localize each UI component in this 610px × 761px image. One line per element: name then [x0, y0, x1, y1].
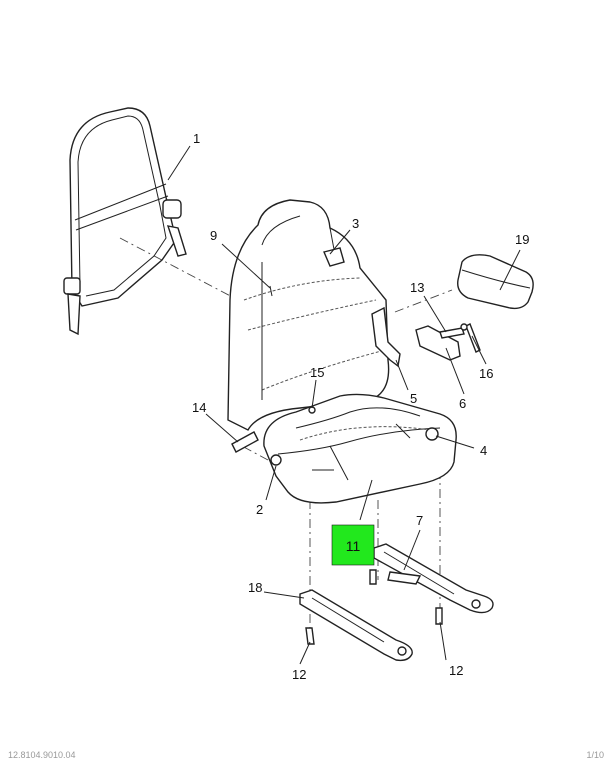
armrest-part	[457, 254, 534, 310]
bracket-parts	[371, 306, 481, 368]
footer-doc-id: 12.8104.9010.04	[8, 750, 76, 760]
leader-lines	[167, 145, 521, 665]
seat-rail-parts	[299, 543, 494, 662]
callout-1[interactable]: 1	[193, 131, 200, 146]
callout-2[interactable]: 2	[256, 502, 263, 517]
callout-4[interactable]: 4	[480, 443, 487, 458]
highlight-label[interactable]: 11	[346, 538, 361, 554]
seat-cushion-part	[263, 393, 457, 504]
callout-9[interactable]: 9	[210, 228, 217, 243]
callout-6[interactable]: 6	[459, 396, 466, 411]
callout-16[interactable]: 16	[479, 366, 493, 381]
callout-12-right[interactable]: 12	[449, 663, 463, 678]
seat-back-part	[227, 199, 390, 431]
seat-frame-bar-part	[63, 107, 187, 336]
highlight-box	[331, 524, 375, 566]
callout-15[interactable]: 15	[310, 365, 324, 380]
callout-7[interactable]: 7	[416, 513, 423, 528]
footer-page: 1/10	[586, 750, 604, 760]
callout-14[interactable]: 14	[192, 400, 206, 415]
fastener-parts	[231, 406, 443, 645]
callout-3[interactable]: 3	[352, 216, 359, 231]
callout-13[interactable]: 13	[410, 280, 424, 295]
callout-labels: 1 2 3 4 5 6 7 9 12 12 13 14 15 16 18 19	[192, 131, 529, 682]
callout-19[interactable]: 19	[515, 232, 529, 247]
callout-12-left[interactable]: 12	[292, 667, 306, 682]
callout-5[interactable]: 5	[410, 391, 417, 406]
callout-18[interactable]: 18	[248, 580, 262, 595]
